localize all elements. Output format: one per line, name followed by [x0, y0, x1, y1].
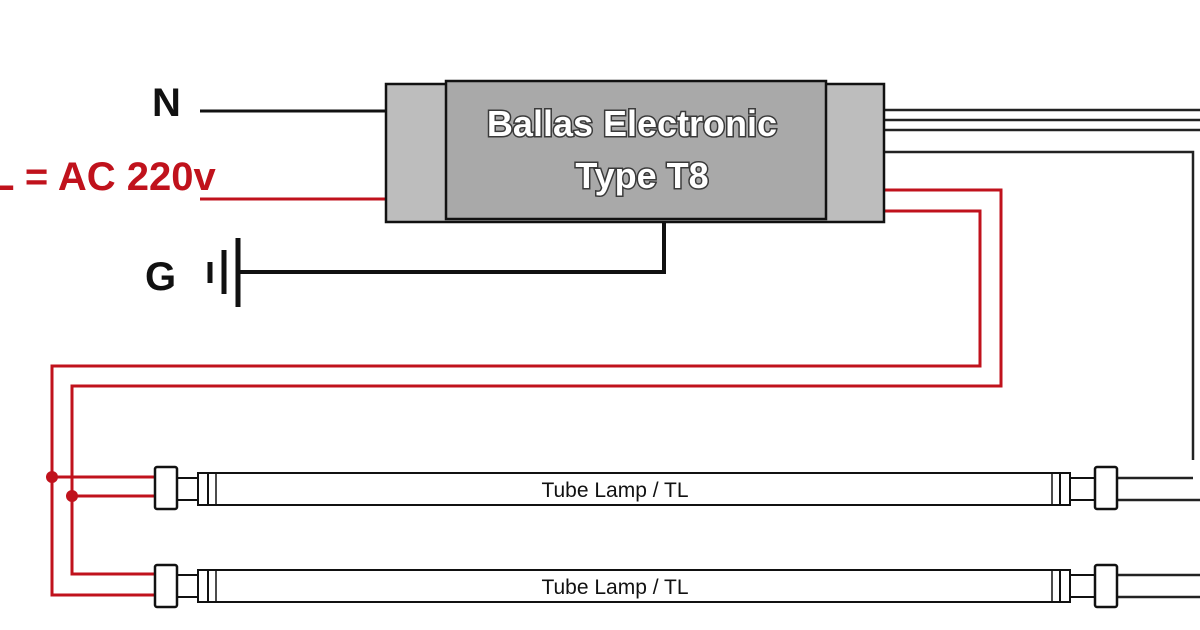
ground-symbol-icon [207, 238, 241, 307]
tube-label: Tube Lamp / TL [541, 576, 688, 599]
tube-lamp-2: Tube Lamp / TL [153, 563, 1119, 609]
ballast-title: Ballas Electronic [487, 103, 777, 144]
ballast-output-wires-right [884, 108, 1200, 460]
ground-label: G [145, 255, 176, 299]
wire-junction-dot [66, 490, 78, 502]
lamp-socket-left [153, 465, 179, 511]
lamp-socket-left [153, 563, 179, 609]
lamp-socket-right [1093, 465, 1119, 511]
tube-body [207, 472, 1061, 506]
ground-wire [238, 222, 666, 274]
lamp-right-wires [1117, 476, 1200, 599]
tube-lamp-1: Tube Lamp / TL [153, 465, 1119, 511]
lamp-socket-right [1093, 563, 1119, 609]
neutral-label: N [152, 81, 181, 125]
ballast-output-wires-left [50, 188, 1003, 597]
tube-body [207, 569, 1061, 603]
electronic-ballast: Ballas Electronic Type T8 [384, 79, 886, 224]
ballast-type: Type T8 [575, 155, 708, 196]
tube-label: Tube Lamp / TL [541, 479, 688, 502]
live-label: L = AC 220v [0, 155, 216, 199]
wire-junction-dot [46, 471, 58, 483]
